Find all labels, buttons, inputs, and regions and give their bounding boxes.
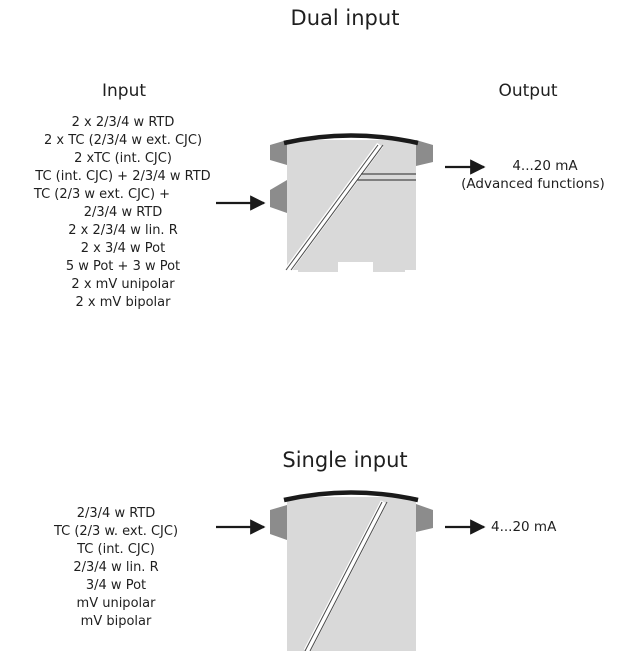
input-type-item: 2 xTC (int. CJC): [74, 151, 172, 166]
single-input-list: 2/3/4 w RTD TC (2/3 w. ext. CJC) TC (int…: [41, 505, 191, 631]
input-terminal-icon: [270, 180, 287, 213]
single-input-module: [270, 490, 433, 651]
input-type-item: 2 x TC (2/3/4 w ext. CJC): [43, 133, 203, 148]
dual-input-list: 2 x 2/3/4 w RTD 2 x TC (2/3/4 w ext. CJC…: [0, 114, 246, 312]
dual-input-module: [270, 133, 433, 273]
input-type-item: mV bipolar: [80, 614, 152, 629]
single-output-value: 4...20 mA: [491, 519, 557, 535]
input-type-item: 2 x mV bipolar: [75, 295, 171, 310]
module-front-panel: [285, 142, 383, 273]
dual-output-note: (Advanced functions): [461, 176, 605, 192]
module-body: [287, 497, 416, 651]
dual-input-title: Dual input: [290, 6, 400, 30]
module-body: [287, 140, 416, 270]
input-type-item: 2 x 3/4 w Pot: [80, 241, 166, 256]
input-type-item: 5 w Pot + 3 w Pot: [65, 259, 181, 274]
output-terminal-icon: [416, 140, 433, 166]
module-front-panel: [303, 500, 388, 651]
single-input-title: Single input: [282, 448, 408, 472]
input-type-item: TC (2/3 w ext. CJC) +: [33, 187, 171, 202]
input-type-item: 2/3/4 w lin. R: [73, 560, 159, 575]
dual-output-value: 4...20 mA: [512, 158, 578, 174]
module-front-line: [309, 501, 388, 651]
input-terminal-icon: [270, 140, 287, 165]
input-type-item: TC (2/3 w. ext. CJC): [53, 524, 179, 539]
module-top-curve: [283, 133, 419, 146]
module-front-line: [285, 144, 379, 271]
module-front-line: [290, 144, 384, 271]
module-top-curve: [283, 490, 419, 503]
input-type-item: mV unipolar: [76, 596, 156, 611]
module-foot: [373, 262, 405, 272]
input-type-item: 2 x 2/3/4 w RTD: [71, 115, 175, 130]
input-type-item: 2 x 2/3/4 w lin. R: [68, 223, 178, 238]
input-type-item: TC (int. CJC) + 2/3/4 w RTD: [35, 169, 211, 184]
module-foot-gap: [338, 262, 373, 272]
input-type-item: 3/4 w Pot: [85, 578, 147, 593]
output-terminal-icon: [416, 504, 433, 532]
dual-output-block: 4...20 mA (Advanced functions): [438, 157, 628, 193]
input-type-item: 2/3/4 w RTD: [76, 506, 156, 521]
input-type-item: 2 x mV unipolar: [71, 277, 175, 292]
module-foot: [298, 262, 338, 272]
input-type-item: TC (int. CJC): [77, 542, 155, 557]
module-front-line: [304, 501, 383, 651]
output-heading: Output: [498, 81, 558, 101]
input-heading: Input: [101, 81, 147, 101]
input-terminal-icon: [270, 505, 287, 540]
input-type-item: 2/3/4 w RTD: [83, 205, 163, 220]
